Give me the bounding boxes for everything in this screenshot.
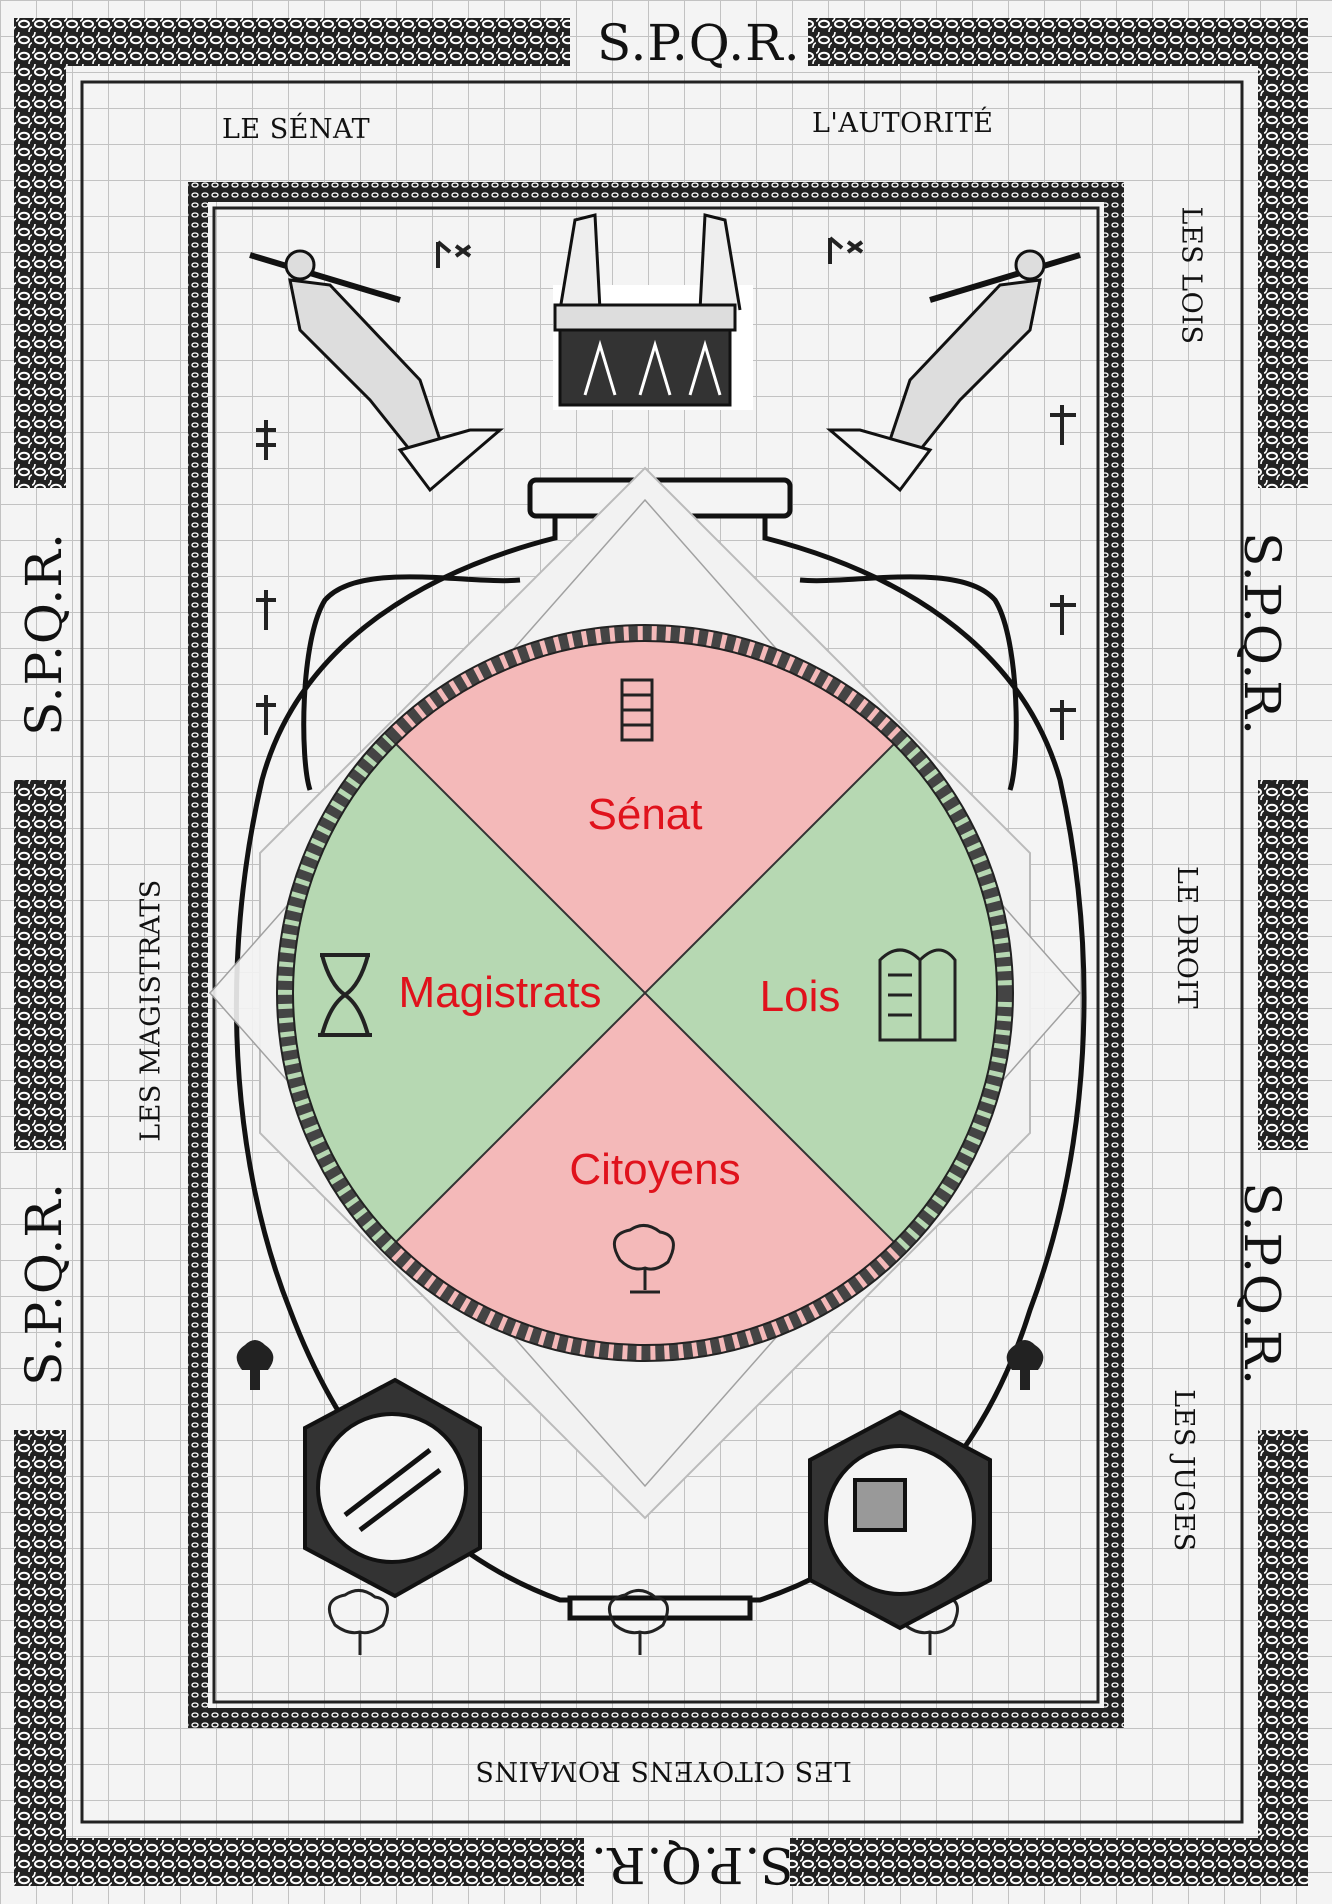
quadrant-label-citoyens: Citoyens (569, 1145, 740, 1195)
label-les-lois: LES LOIS (1175, 207, 1206, 345)
spqr-right-upper: S.P.Q.R. (1233, 532, 1291, 736)
spqr-right-lower: S.P.Q.R. (1233, 1182, 1291, 1386)
label-le-senat: LE SÉNAT (222, 114, 370, 145)
quadrant-label-magistrats: Magistrats (399, 968, 602, 1018)
quadrant-label-senat: Sénat (588, 790, 703, 840)
winged-figures-altar-icon (553, 215, 753, 410)
spqr-left-lower: S.P.Q.R. (15, 1182, 73, 1386)
wheel (265, 613, 1025, 1373)
label-les-magistrats: LES MAGISTRATS (136, 879, 167, 1141)
label-les-citoyens-romains: LES CITOYENS ROMAINS (475, 1755, 852, 1786)
spqr-top: S.P.Q.R. (597, 14, 801, 72)
spqr-bottom: S.P.Q.R. (590, 1836, 794, 1894)
quadrant-label-lois: Lois (760, 972, 841, 1022)
statue-right-icon (830, 251, 1080, 490)
label-les-juges: LES JUGES (1168, 1389, 1199, 1552)
spqr-left-upper: S.P.Q.R. (15, 532, 73, 736)
label-le-droit: LE DROIT (1171, 866, 1202, 1009)
statue-left-icon (250, 251, 500, 490)
label-l-autorite: L'AUTORITÉ (812, 108, 993, 139)
